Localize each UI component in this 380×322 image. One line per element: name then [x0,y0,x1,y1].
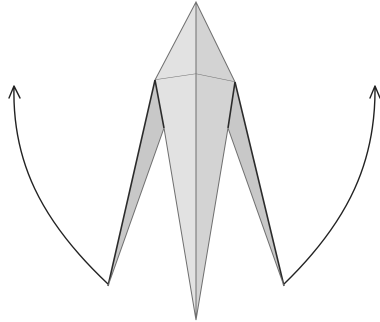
left-flap-inner-edge [108,128,164,286]
right-fold-arrow-curve [284,86,375,284]
right-flap [228,82,284,286]
right-flap-outer-edge [235,82,284,286]
right-flap-face [228,82,284,286]
left-flap-face [108,80,164,286]
top-kite [155,2,235,82]
right-fold-arrow [284,86,380,284]
right-flap-inner-edge [228,128,284,286]
central-body [155,74,235,320]
left-flap [108,80,164,286]
left-flap-outer-edge [108,80,155,286]
left-fold-arrow [9,86,108,284]
left-fold-arrow-curve [14,86,108,284]
